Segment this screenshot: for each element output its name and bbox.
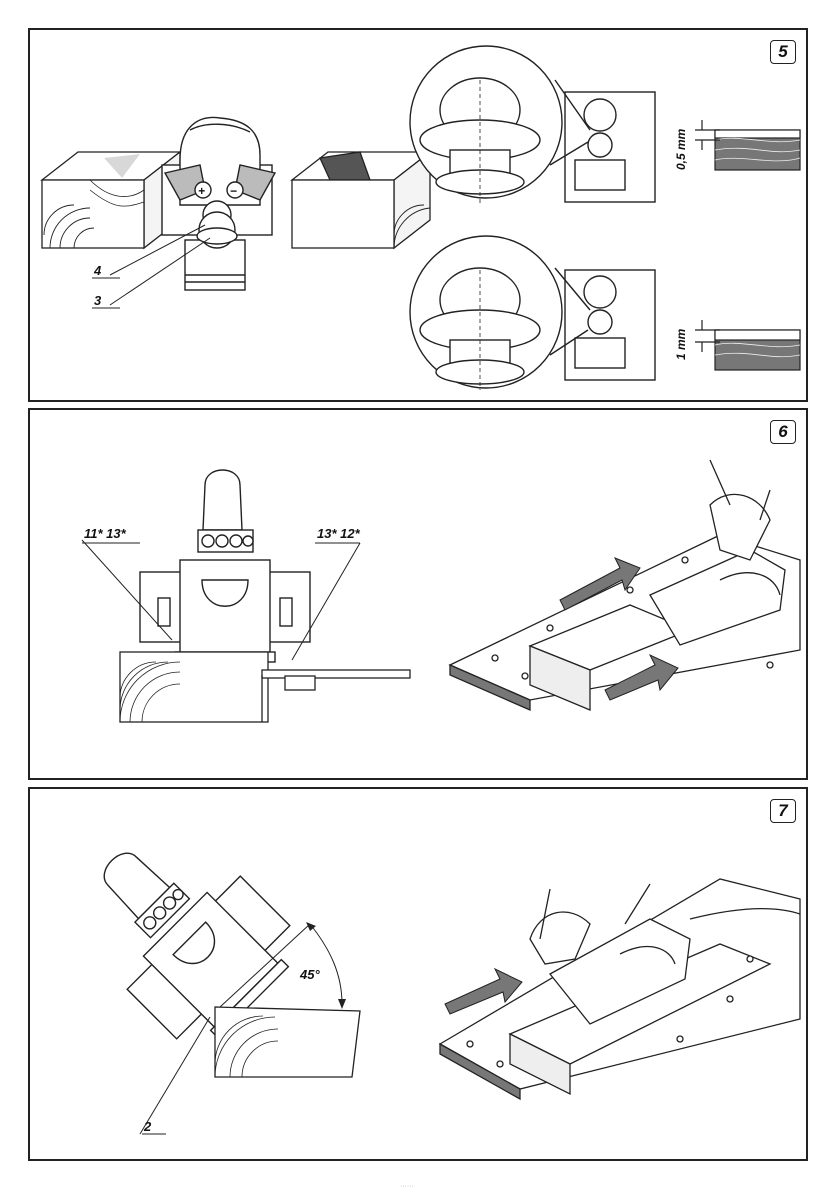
angle-arc [310,924,342,1004]
wood-block-left [42,152,180,248]
plus-symbol: + [198,184,205,198]
cut-depth-diagram-0-5mm [695,120,800,170]
callout-11-13: 11* 13* [84,526,127,541]
depth-label-0-5mm: 0,5 mm [674,128,688,170]
figure-6-drawing: 11* 13* 13* 12* [30,410,810,782]
wood-beam-front [120,652,410,722]
wood-block-right [292,152,430,248]
depth-label-1mm: 1 mm [674,328,688,360]
footer-mark: ······ [400,1183,414,1190]
cut-depth-diagram-1mm [695,320,800,370]
figure-panel-5: 5 + − [28,28,808,402]
callout-2: 2 [143,1119,152,1134]
callout-3: 3 [94,293,102,308]
callout-13-12: 13* 12* [317,526,361,541]
planer-depth-knob-view [162,117,275,290]
figure-panel-6: 6 11* 13* 13* 12* [28,408,808,780]
angle-label: 45° [299,967,320,982]
knob-zoom-detail-bottom [410,236,655,390]
figure-panel-7: 7 45° 2 [28,787,808,1161]
callout-4: 4 [93,263,102,278]
figure-5-drawing: + − 4 3 [30,30,810,404]
minus-symbol: − [230,184,237,198]
wood-beam-tilted-cut [215,1007,360,1077]
figure-7-drawing: 45° 2 [30,789,810,1163]
knob-zoom-detail-top [410,46,655,205]
